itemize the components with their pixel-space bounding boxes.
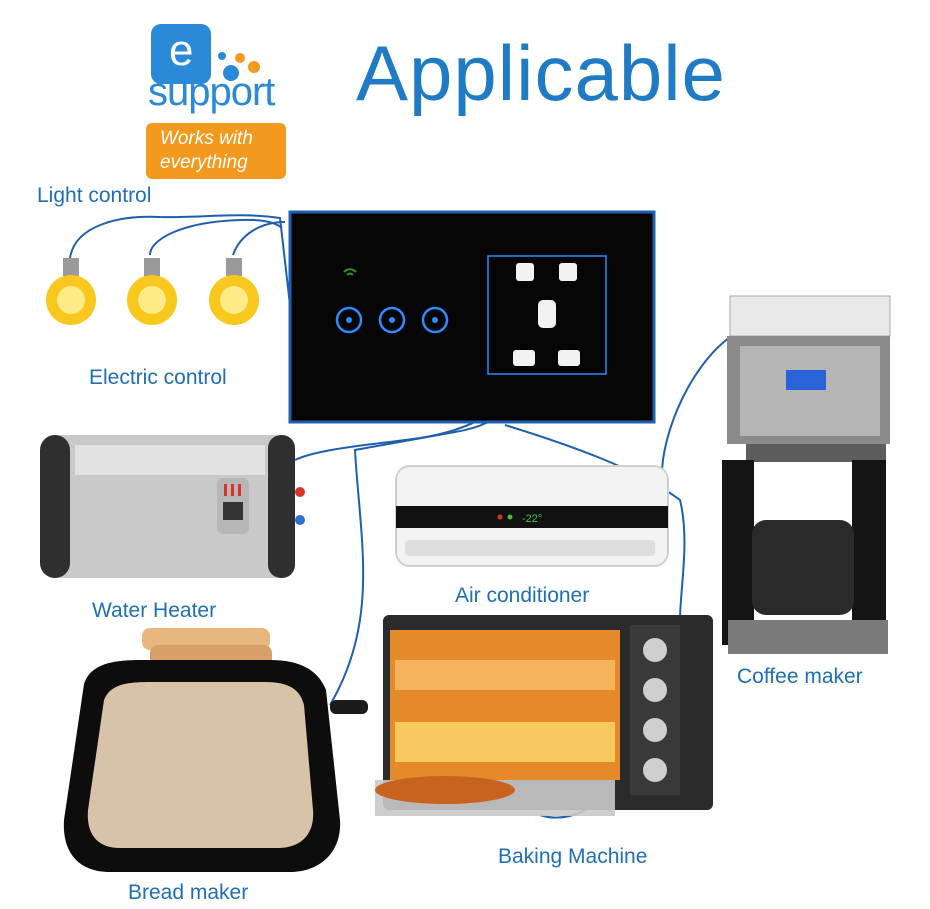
water-heater-label: Water Heater [92, 599, 217, 622]
logo-tagline-line1: Works with [160, 128, 253, 149]
svg-text:-22°: -22° [522, 513, 542, 525]
appliance-wire [504, 424, 686, 621]
coffee-maker-label: Coffee maker [737, 665, 863, 688]
page-title: Applicable [356, 29, 726, 117]
coffee-maker-image [722, 295, 891, 654]
logo-tagline: Works with everything [146, 123, 286, 179]
electric-control-label: Electric control [89, 366, 227, 389]
light-wire [232, 221, 286, 256]
bread-maker-image [63, 628, 368, 872]
esupport-logo-mark [151, 24, 260, 84]
light-bulb-icon [46, 258, 96, 325]
smart-switch-socket-panel [288, 210, 656, 424]
baking-machine-label: Baking Machine [498, 845, 648, 868]
air-conditioner-image: -22° [395, 465, 669, 567]
logo-wordmark: support [148, 70, 275, 114]
esupport-logo: e [140, 18, 300, 183]
water-heater-image [40, 435, 305, 578]
light-bulb-icon [127, 258, 177, 325]
baking-machine-image [375, 615, 713, 816]
logo-letter: e [169, 26, 194, 75]
light-wire [69, 214, 291, 306]
bread-maker-label: Bread maker [128, 881, 249, 904]
logo-tagline-line2: everything [160, 152, 248, 173]
light-control-label: Light control [37, 184, 152, 207]
light-bulb-icon [209, 258, 259, 325]
air-conditioner-label: Air conditioner [455, 584, 590, 607]
